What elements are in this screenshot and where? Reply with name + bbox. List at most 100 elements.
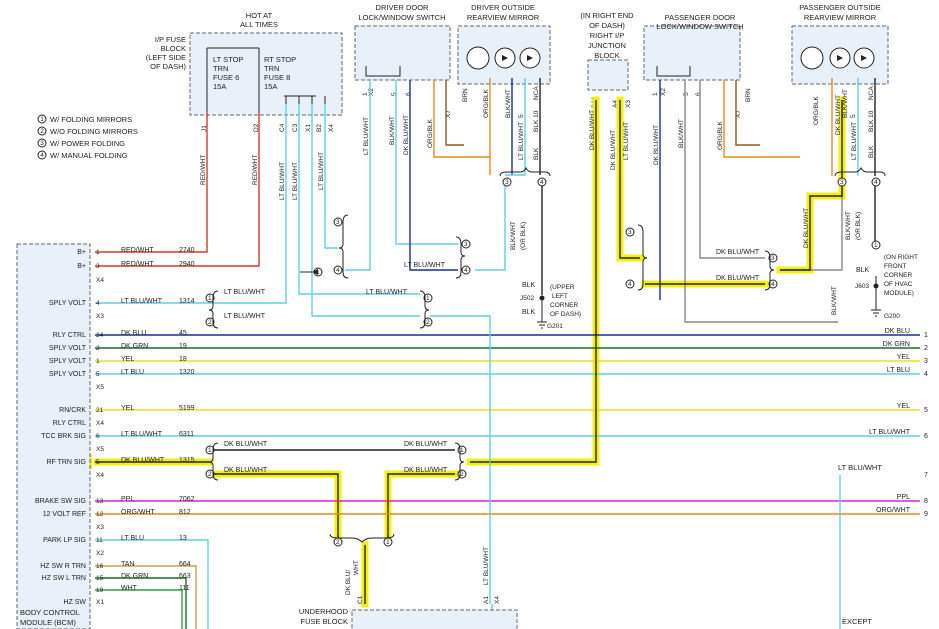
bcm-row-pin: 19 — [96, 587, 104, 594]
svg-text:3: 3 — [771, 255, 775, 262]
svg-text:3: 3 — [628, 229, 632, 236]
fuse8-label-2: TRN — [264, 64, 279, 73]
g201-name: G201 — [547, 323, 563, 330]
bcm-row-label: RLY CTRL — [53, 332, 86, 339]
pm-pin-blk10: BLK 10 — [868, 110, 875, 132]
bcm-row-wire: LT BLU — [121, 535, 144, 542]
pm-pin-nca: NCA — [868, 86, 875, 100]
bcm-title-1: BODY CONTROL — [20, 608, 80, 617]
legend-text-4: W/ MANUAL FOLDING — [50, 151, 128, 160]
ip-fuse-block — [189, 32, 343, 116]
bcm-row-pin: 5 — [96, 371, 100, 378]
junction-title-2: OF DASH) — [589, 21, 625, 30]
bcm-row-label: 12 VOLT REF — [43, 511, 86, 518]
vl-pm-dk-blu-wht: DK BLU/WHT — [835, 95, 842, 135]
bcm-row-pin: X4 — [96, 472, 104, 479]
edge-num: 5 — [924, 407, 928, 414]
dd-pin-1: 1 — [362, 92, 369, 96]
bcm-row-pin: 13 — [96, 498, 104, 505]
g200-name: G200 — [884, 313, 900, 320]
svg-text:2: 2 — [336, 539, 340, 546]
passenger-door-box — [643, 25, 741, 81]
svg-text:2: 2 — [208, 319, 212, 326]
ip-pin-j1: J1 — [201, 125, 208, 132]
bcm-row-circuit: 2940 — [179, 261, 195, 268]
g201-loc-2: LEFT — [552, 293, 568, 300]
legend-num-1: 1 — [40, 116, 44, 123]
ip-pin-b2: B2 — [316, 124, 323, 132]
hl-blk-b: BLK — [522, 309, 536, 316]
ip-pin-bus — [284, 95, 326, 104]
underhood-fuse-box — [351, 609, 518, 629]
fuse6-label-4: 15A — [213, 82, 226, 91]
bcm-row-pin: 15 — [96, 575, 104, 582]
svg-text:4: 4 — [336, 267, 340, 274]
pd-pin-1: 1 — [652, 92, 659, 96]
svg-text:1: 1 — [386, 539, 390, 546]
bcm-row-wire: DK BLU — [121, 330, 146, 337]
vl-pm-lt-blu-wht: LT BLU/WHT — [851, 122, 858, 160]
bcm-row-pin: 4 — [96, 300, 100, 307]
svg-text:4: 4 — [540, 179, 544, 186]
vl-red-wht-1: RED/WHT — [200, 155, 207, 185]
bcm-row-label: SPLY VOLT — [49, 358, 87, 365]
bcm-row-pin: X1 — [96, 599, 104, 606]
hl-lt-blu-wht-d: LT BLU/WHT — [224, 313, 266, 320]
edge-num: 8 — [924, 498, 928, 505]
junction-title-3: RIGHT I/P — [590, 31, 624, 40]
svg-text:1: 1 — [460, 447, 464, 454]
bcm-row-wire: YEL — [121, 405, 134, 412]
pd-pin-x2: X2 — [660, 88, 667, 96]
bcm-row-pin: X4 — [96, 420, 104, 427]
edge-wire: PPL — [897, 494, 910, 501]
bcm-row-circuit: 663 — [179, 573, 191, 580]
legend-num-3: 3 — [40, 140, 44, 147]
bcm-row-wire: DK GRN — [121, 573, 148, 580]
fuse6-label-2: TRN — [213, 64, 228, 73]
hl-dk-blu-wht-d: DK BLU/WHT — [404, 467, 448, 474]
legend-num-4: 4 — [40, 152, 44, 159]
hl-dk-blu-wht-b: DK BLU/WHT — [404, 441, 448, 448]
pass-door-switch — [656, 66, 691, 77]
bcm-row-label: BRAKE SW SIG — [35, 498, 86, 505]
edge-num: 9 — [924, 511, 928, 518]
highlight-traces — [20, 96, 846, 608]
svg-text:1: 1 — [426, 295, 430, 302]
vl-dm-brn: BRN — [462, 88, 469, 102]
fuse6-label-3: FUSE 6 — [213, 73, 239, 82]
bcm-row-label: SPLY VOLT — [49, 300, 87, 307]
bcm-row-circuit: 19 — [179, 343, 187, 350]
bcm-row-pin: X4 — [96, 277, 104, 284]
bcm-row-circuit: 7062 — [179, 496, 195, 503]
bcm-row-pin: X2 — [96, 550, 104, 557]
fuse8-label-3: FUSE 8 — [264, 73, 290, 82]
vl-dm-lt-blu-wht: LT BLU/WHT — [518, 122, 525, 160]
edge-num: 4 — [924, 371, 928, 378]
hl-blk-c: BLK — [856, 267, 870, 274]
bcm-title-2: MODULE (BCM) — [20, 618, 76, 627]
bcm-row-circuit: 5199 — [179, 405, 195, 412]
svg-text:2: 2 — [426, 319, 430, 326]
j-pin-x3: X3 — [625, 100, 632, 108]
bcm-row-wire: RED/WHT — [121, 247, 154, 254]
driver-mirror-motor-icon — [466, 46, 490, 70]
bcm-row-wire: YEL — [121, 356, 134, 363]
dm-pin-x7: X7 — [445, 110, 452, 118]
ip-fuse-side-3: (LEFT SIDE — [146, 53, 186, 62]
hl-lt-blu-wht-a: LT BLU/WHT — [404, 262, 446, 269]
bcm-row-wire: DK BLU/WHT — [121, 457, 165, 464]
uh-pin-a1: A1 — [483, 596, 490, 604]
bcm-row-circuit: 812 — [179, 509, 191, 516]
bcm-row-wire: LT BLU — [121, 369, 144, 376]
vl-pm-brn: BRN — [745, 88, 752, 102]
g200-loc-2: FRONT — [884, 263, 906, 270]
pd-pin-5: 5 — [683, 92, 690, 96]
vl-pm-blk-wht-low: BLK/WHT — [831, 286, 838, 315]
vl-dm-org-blk2: ORG/BLK — [483, 88, 490, 118]
legend-text-3: W/ POWER FOLDING — [50, 139, 125, 148]
bcm-row-wire: PPL — [121, 496, 134, 503]
bcm-row-label: RLY CTRL — [53, 420, 86, 427]
svg-text:1: 1 — [208, 447, 212, 454]
dm-pin-blk10: BLK 10 — [533, 110, 540, 132]
